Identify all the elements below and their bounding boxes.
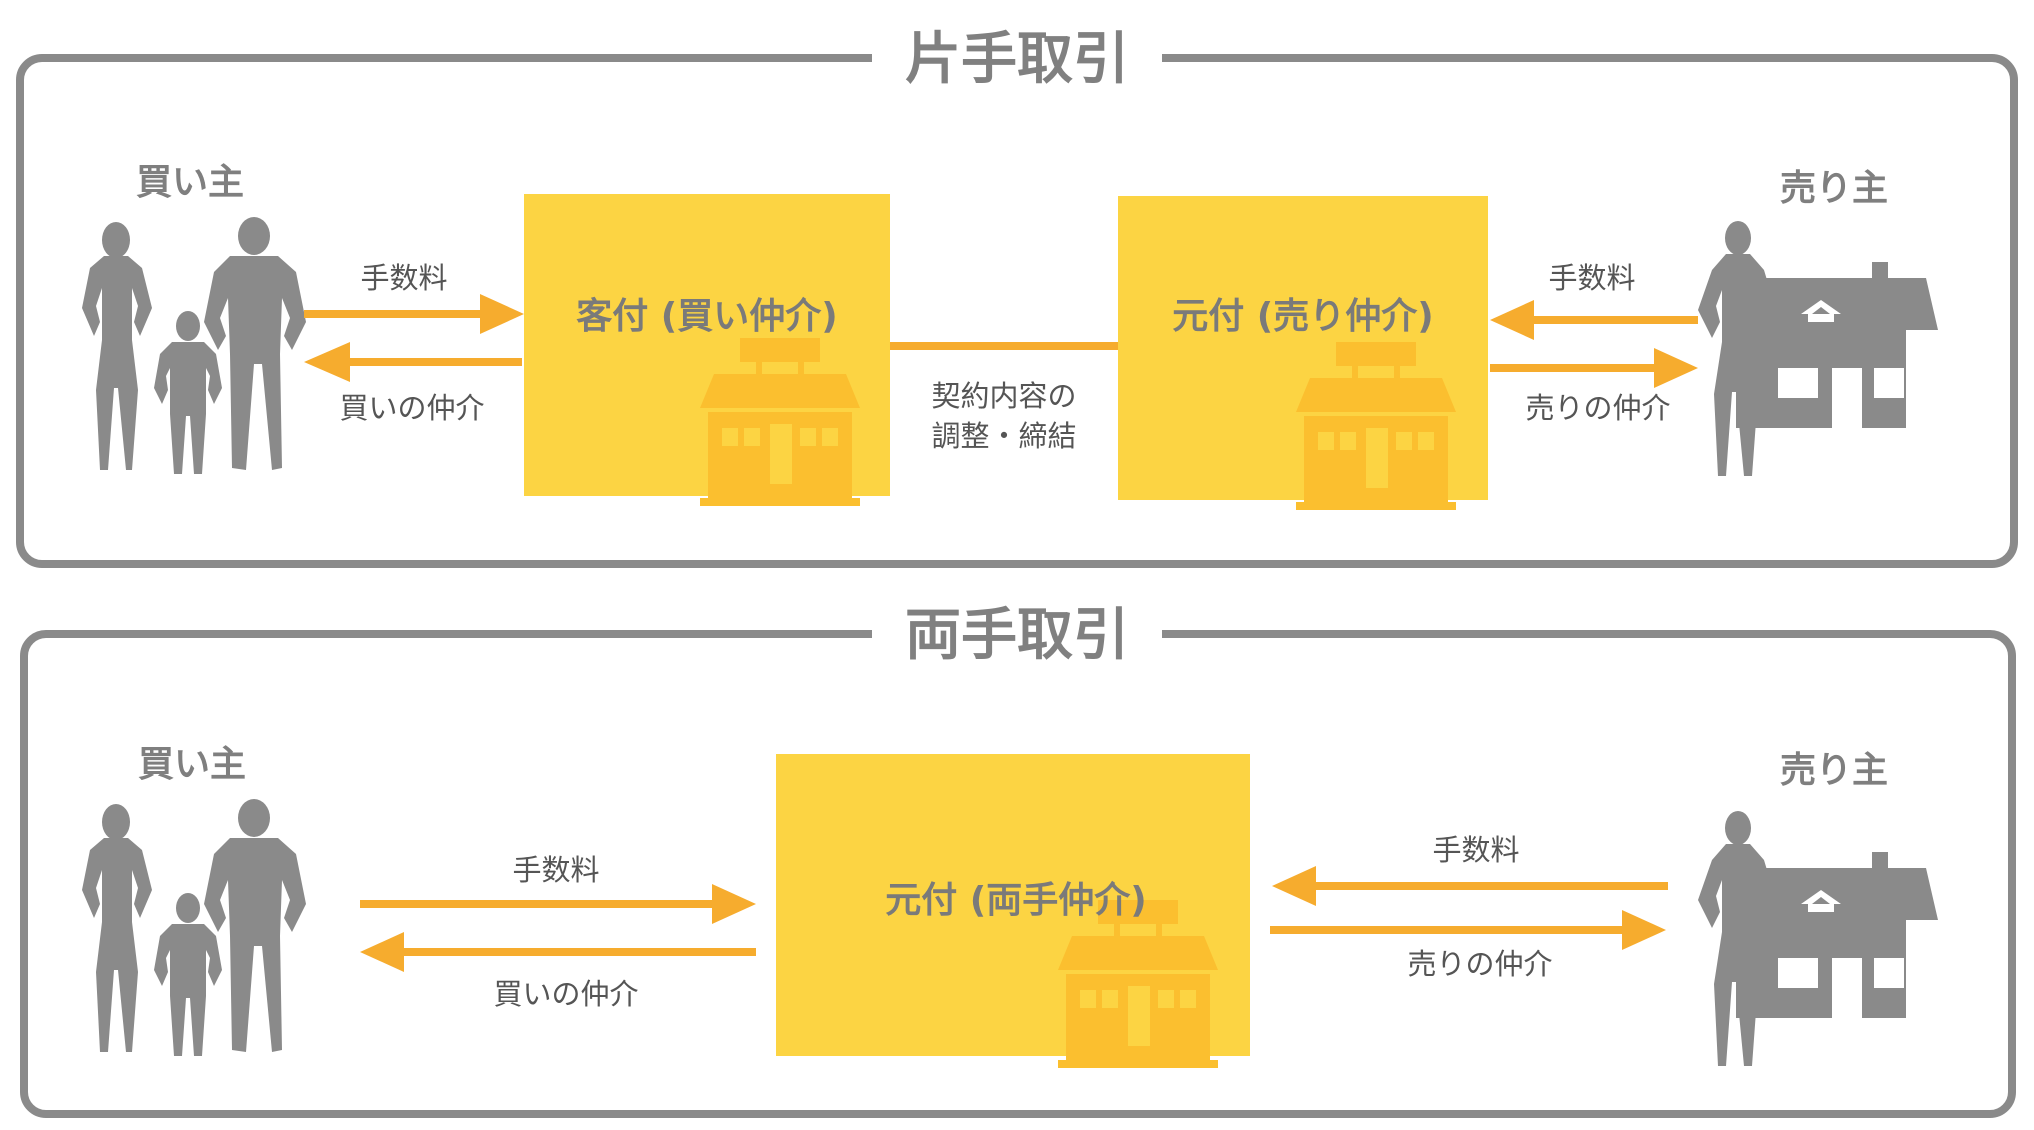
buyer-fee-arrow (304, 294, 524, 334)
seller-fee-arrow (1272, 866, 1668, 906)
dual-title: 両手取引 (905, 603, 1129, 668)
seller-agent-label: 元付 (売り仲介) (1172, 296, 1433, 337)
contract-label-line1: 契約内容の (931, 379, 1076, 413)
one-sided-panel: 片手取引 買い主 手数料 買いの仲介 客付 (買い仲介) 契約内容の 調整・締結… (16, 27, 2018, 568)
seller-service-label: 売りの仲介 (1525, 391, 1670, 425)
seller-service-label: 売りの仲介 (1407, 947, 1552, 981)
family-silhouette-icon (82, 217, 306, 474)
house-icon (1698, 221, 1938, 476)
seller-label: 売り主 (1780, 168, 1888, 209)
buyer-fee-arrow (360, 884, 756, 924)
agent-connector-line (890, 342, 1118, 350)
seller-fee-arrow (1490, 300, 1698, 340)
dual-agent-label: 元付 (両手仲介) (885, 880, 1146, 921)
seller-label: 売り主 (1780, 750, 1888, 791)
house-icon (1698, 811, 1938, 1066)
contract-label-line2: 調整・締結 (931, 419, 1076, 453)
buyer-service-label: 買いの仲介 (339, 391, 484, 425)
seller-service-arrow (1270, 910, 1666, 950)
buyer-label: 買い主 (136, 162, 244, 203)
buyer-fee-label: 手数料 (360, 261, 447, 295)
seller-fee-label: 手数料 (1548, 261, 1635, 295)
buyer-label: 買い主 (138, 744, 246, 785)
family-silhouette-icon (82, 799, 306, 1056)
buyer-service-arrow (304, 342, 522, 382)
dual-panel: 両手取引 買い主 手数料 買いの仲介 元付 (両手仲介) 手数料 売りの仲介 (20, 603, 2016, 1118)
seller-fee-label: 手数料 (1432, 833, 1519, 867)
buyer-service-arrow (360, 932, 756, 972)
one-sided-title: 片手取引 (905, 27, 1129, 92)
buyer-service-label: 買いの仲介 (493, 977, 638, 1011)
seller-service-arrow (1490, 348, 1698, 388)
buyer-fee-label: 手数料 (512, 853, 599, 887)
buyer-agent-label: 客付 (買い仲介) (576, 296, 837, 337)
